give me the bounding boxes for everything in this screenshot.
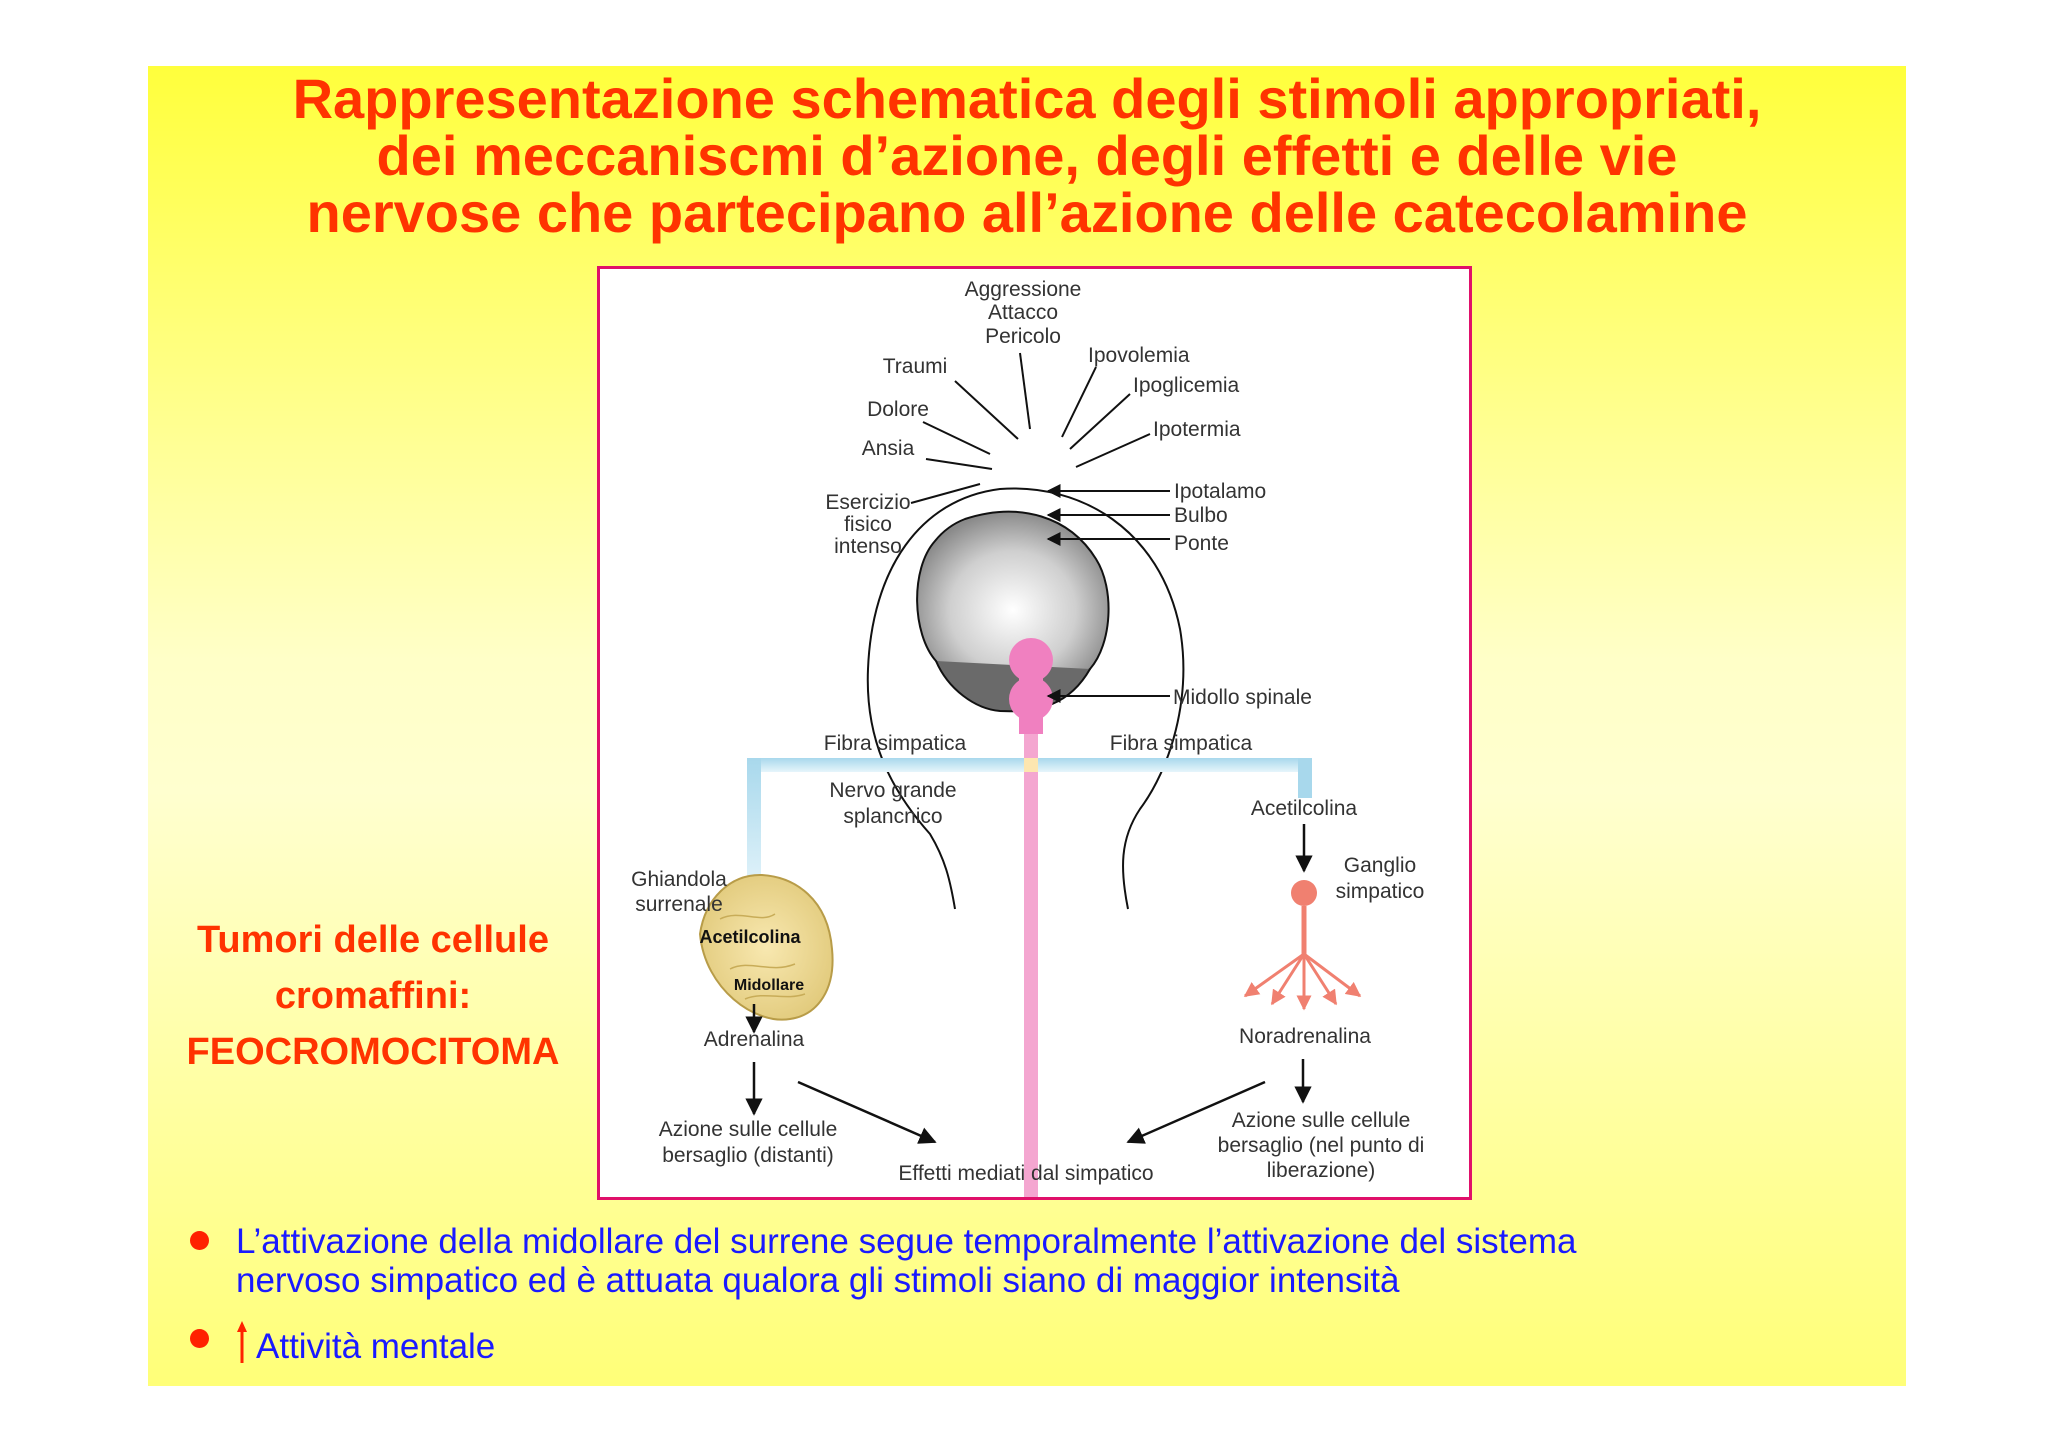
structure-arrows <box>1046 484 1170 703</box>
label-azione-sx-2: bersaglio (distanti) <box>662 1144 834 1167</box>
label-azione-dx-1: Azione sulle cellule <box>1232 1109 1411 1132</box>
side-note-line-1: Tumori delle cellule <box>197 919 549 961</box>
label-ghiandola-1: Ghiandola <box>631 868 727 891</box>
label-dolore: Dolore <box>867 398 929 421</box>
label-midollare: Midollare <box>734 977 804 994</box>
title-line-1: Rappresentazione schematica degli stimol… <box>292 67 1762 130</box>
label-ganglio-2: simpatico <box>1336 880 1425 903</box>
spinal-cord <box>1009 638 1053 1197</box>
label-ansia: Ansia <box>862 437 915 460</box>
label-bulbo: Bulbo <box>1174 504 1228 527</box>
bullet-1-line-2: nervoso simpatico ed è attuata qualora g… <box>236 1261 1400 1300</box>
slide-title: Rappresentazione schematica degli stimol… <box>148 70 1906 241</box>
label-ipotalamo: Ipotalamo <box>1174 480 1266 503</box>
label-ipotermia: Ipotermia <box>1153 418 1241 441</box>
label-nervo-2: splancnico <box>843 805 942 828</box>
bullet-list: L’attivazione della midollare del surren… <box>186 1222 1886 1386</box>
side-note-line-3: FEOCROMOCITOMA <box>186 1031 560 1073</box>
bullet-dot-icon <box>190 1329 209 1348</box>
label-acetilcolina-sx: Acetilcolina <box>699 927 801 947</box>
label-acetilcolina-dx: Acetilcolina <box>1251 797 1358 820</box>
brain-shape <box>916 510 1110 713</box>
sympathetic-fibers <box>747 758 1312 898</box>
label-ganglio-1: Ganglio <box>1344 854 1416 877</box>
label-adrenalina: Adrenalina <box>704 1028 805 1051</box>
label-midollo-spinale: Midollo spinale <box>1173 686 1312 709</box>
up-arrow-icon <box>237 1321 247 1363</box>
head-outline <box>866 487 1185 910</box>
label-azione-dx-2: bersaglio (nel punto di <box>1218 1134 1425 1157</box>
bullet-1-line-1: L’attivazione della midollare del surren… <box>236 1222 1577 1261</box>
label-noradrenalina: Noradrenalina <box>1239 1025 1371 1048</box>
label-aggressione: Aggressione <box>965 278 1082 301</box>
catecholamine-diagram: Aggressione Attacco Pericolo Traumi Dolo… <box>597 266 1472 1200</box>
label-azione-dx-3: liberazione) <box>1267 1159 1376 1182</box>
label-ghiandola-2: surrenale <box>635 893 723 916</box>
label-fibra-dx: Fibra simpatica <box>1110 732 1253 755</box>
label-traumi: Traumi <box>883 355 948 378</box>
side-note: Tumori delle cellule cromaffini: FEOCROM… <box>152 912 594 1080</box>
side-note-line-2: cromaffini: <box>274 975 472 1017</box>
stimulus-arrows <box>910 352 1151 504</box>
label-ipoglicemia: Ipoglicemia <box>1133 374 1240 397</box>
label-ipovolemia: Ipovolemia <box>1088 344 1190 367</box>
label-fibra-sx: Fibra simpatica <box>824 732 967 755</box>
bullet-item-1: L’attivazione della midollare del surren… <box>186 1222 1886 1300</box>
label-nervo-1: Nervo grande <box>829 779 956 802</box>
label-azione-sx-1: Azione sulle cellule <box>659 1118 838 1141</box>
label-pericolo: Pericolo <box>985 325 1061 348</box>
label-esercizio-3: intenso <box>834 535 902 558</box>
sympathetic-ganglion <box>1243 880 1362 1011</box>
title-line-2: dei meccaniscmi d’azione, degli effetti … <box>376 124 1678 187</box>
label-ponte: Ponte <box>1174 532 1229 555</box>
label-attacco: Attacco <box>988 301 1058 324</box>
label-effetti: Effetti mediati dal simpatico <box>898 1162 1153 1185</box>
adrenal-gland <box>698 873 834 1021</box>
label-esercizio-1: Esercizio <box>825 491 910 514</box>
bullet-2-text: Attività mentale <box>256 1327 496 1366</box>
bullet-item-2: Attività mentale <box>186 1320 1886 1366</box>
flow-arrows <box>745 824 1313 1144</box>
bullet-dot-icon <box>190 1231 209 1250</box>
title-line-3: nervose che partecipano all’azione delle… <box>306 181 1748 244</box>
label-esercizio-2: fisico <box>844 513 892 536</box>
